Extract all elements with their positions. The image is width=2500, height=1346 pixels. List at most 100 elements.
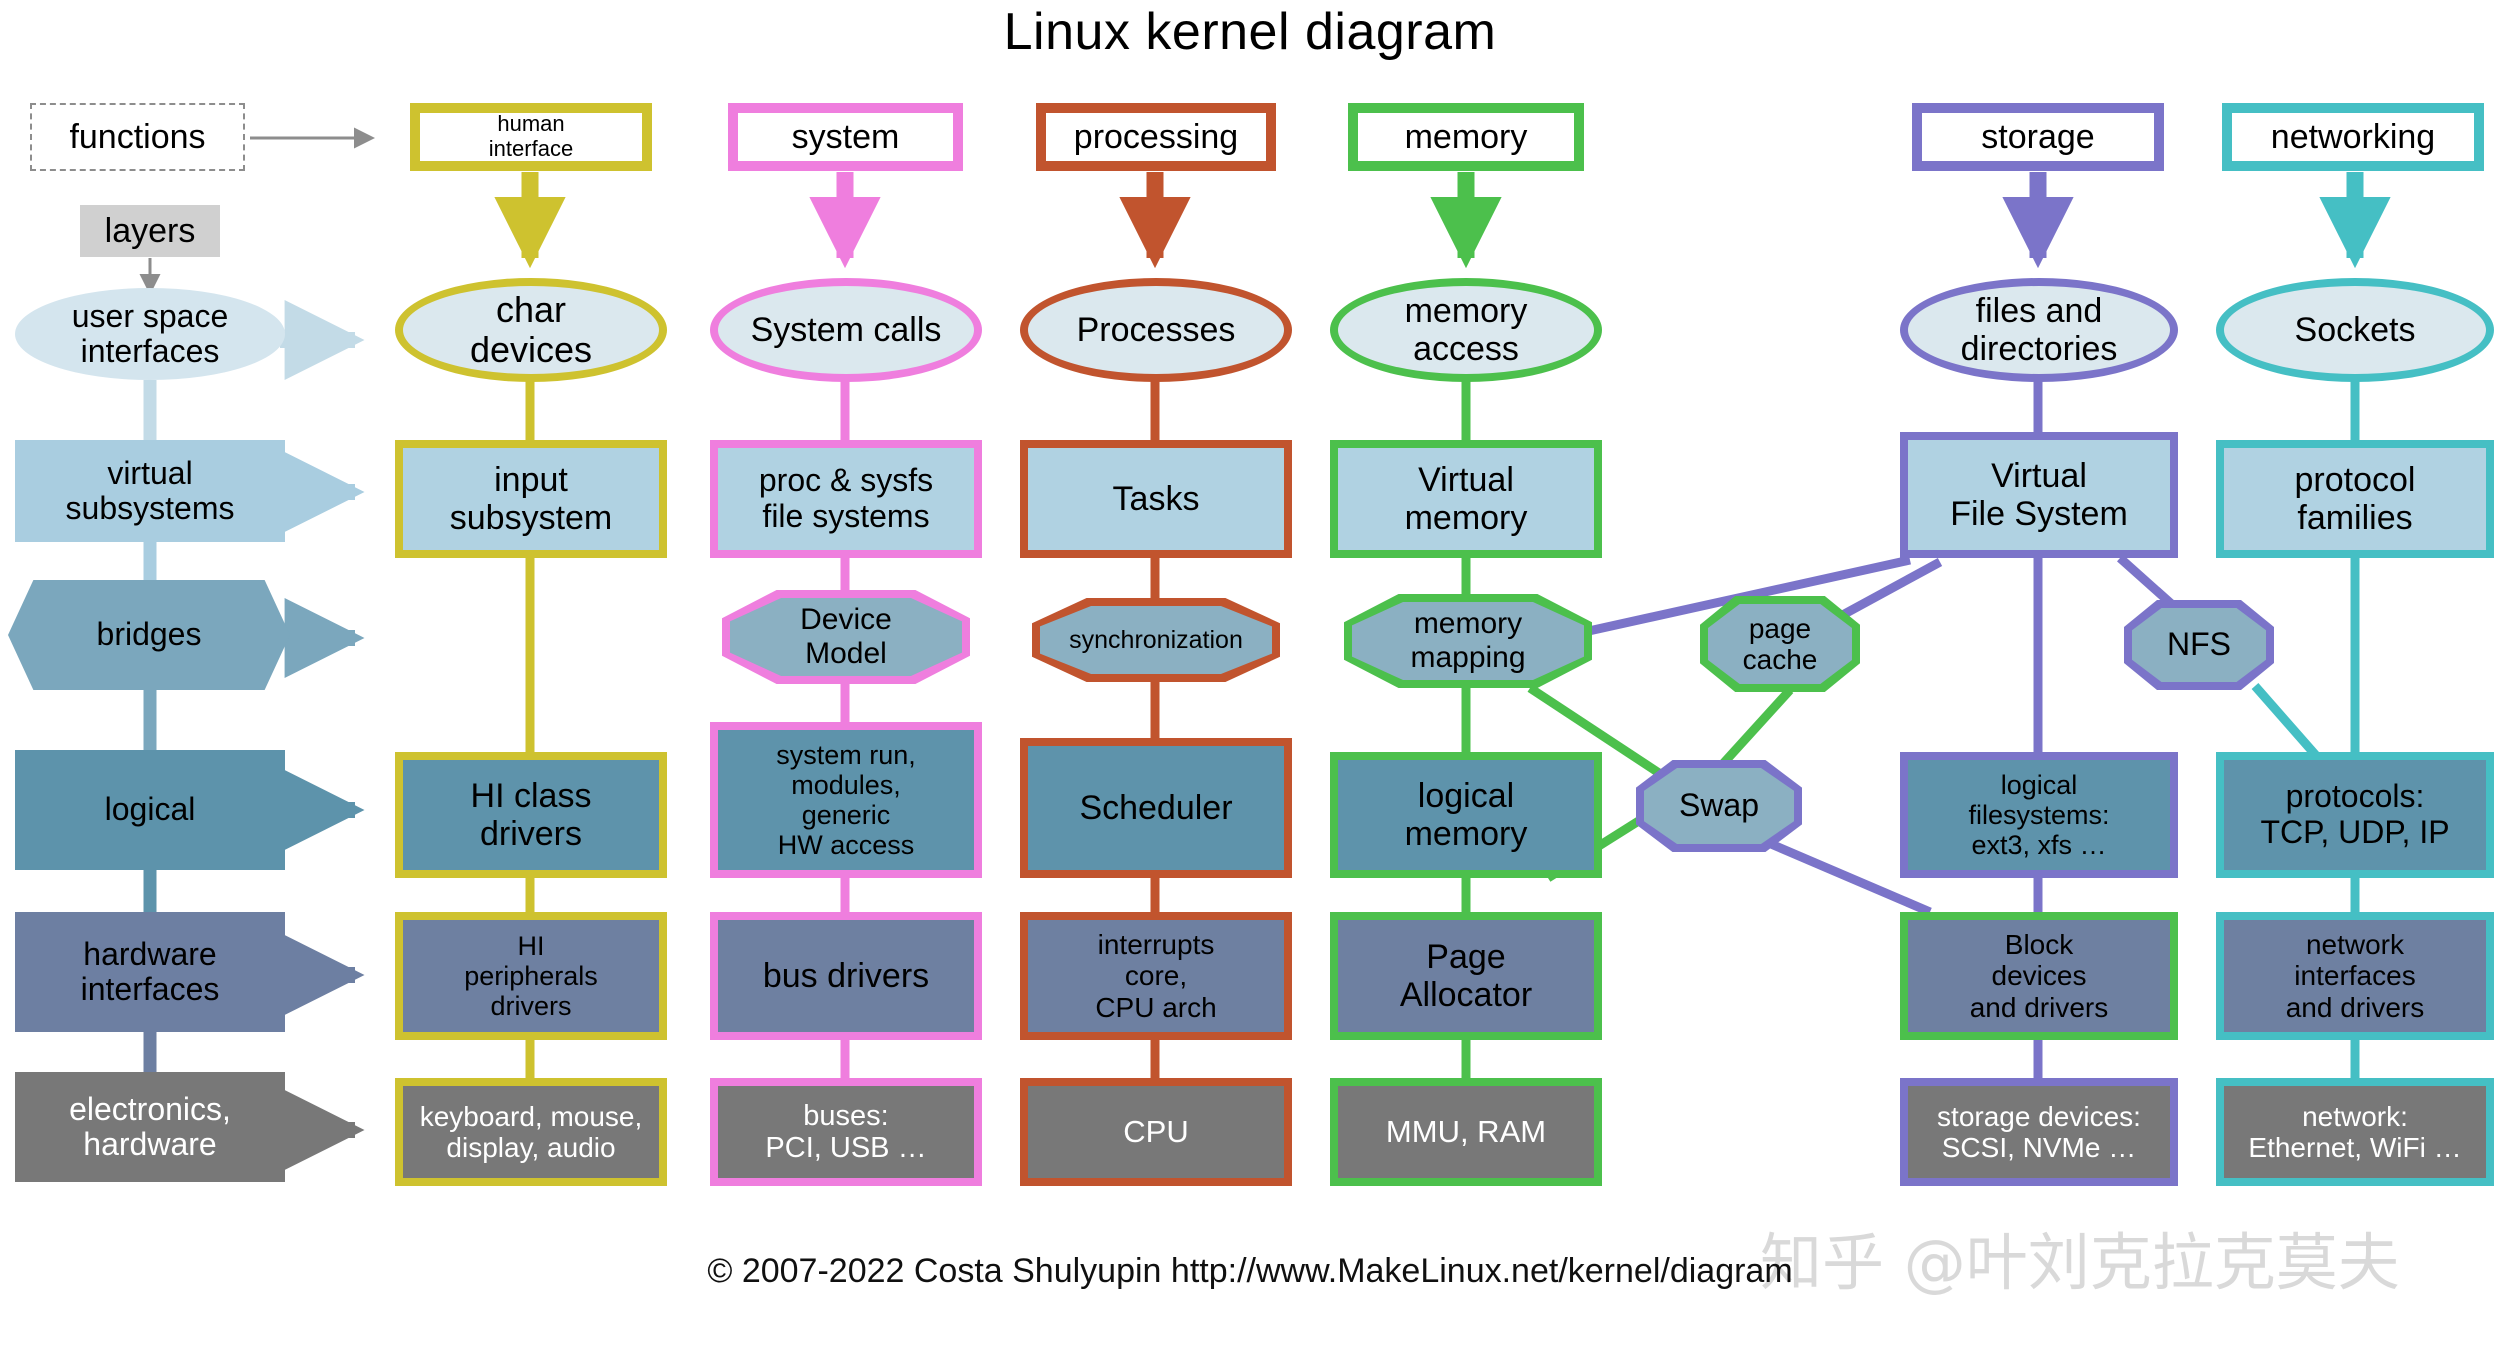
column-header-system[interactable]: system [728, 103, 963, 171]
node-device-model[interactable]: Device Model [722, 590, 970, 684]
node-swap[interactable]: Swap [1636, 760, 1802, 852]
node-label: Block devices and drivers [1908, 929, 2170, 1023]
node-logical-memory[interactable]: logical memory [1330, 752, 1602, 878]
node-hi-class-drivers[interactable]: HI class drivers [395, 752, 667, 878]
column-header-networking[interactable]: networking [2222, 103, 2484, 171]
node-files-and-directories[interactable]: files and directories [1900, 278, 2178, 382]
node-label: memory access [1338, 292, 1594, 368]
node-label-line1: logical [2000, 769, 2078, 800]
node-label: bus drivers [762, 956, 930, 995]
node-interrupts-core-cpu-arch[interactable]: interrupts core, CPU arch [1020, 912, 1292, 1040]
node-label-line4: HW access [777, 830, 915, 861]
node-label-line1: Virtual [1991, 456, 2087, 495]
node-label: network interfaces and drivers [2224, 929, 2486, 1023]
node-label: interrupts core, CPU arch [1028, 929, 1284, 1023]
connector-vfs-memory-mapping [1547, 555, 1911, 645]
node-label-line1: storage devices: [1937, 1100, 2141, 1132]
layer-label-line1: bridges [96, 616, 202, 653]
node-inner: Swap [1644, 768, 1794, 844]
node-label-line2: mapping [1410, 641, 1526, 674]
node-label: Scheduler [1079, 788, 1233, 827]
node-label-line2: cache [1742, 644, 1818, 675]
node-input-subsystem[interactable]: input subsystem [395, 440, 667, 558]
node-page-cache[interactable]: page cache [1700, 596, 1860, 692]
node-label-line1: system run, [776, 739, 916, 770]
layer-label-line2: subsystems [65, 490, 235, 526]
layer-label: hardware interfaces [81, 936, 220, 1007]
node-label-line1: files and [1975, 291, 2103, 330]
node-mmu-ram[interactable]: MMU, RAM [1330, 1078, 1602, 1186]
node-network-interfaces-and-drivers[interactable]: network interfaces and drivers [2216, 912, 2494, 1040]
node-label: Page Allocator [1338, 938, 1594, 1014]
node-memory-mapping[interactable]: memory mapping [1344, 594, 1592, 688]
node-label: logical memory [1338, 777, 1594, 853]
node-bus-drivers[interactable]: bus drivers [710, 912, 982, 1040]
node-label-line2: interfaces [2294, 960, 2416, 992]
layer-label: virtual subsystems [65, 455, 235, 526]
layer-label-line1: user space [71, 297, 229, 334]
node-label: HI peripherals drivers [403, 931, 659, 1022]
node-label-line3: and drivers [2285, 991, 2425, 1023]
node-sockets[interactable]: Sockets [2216, 278, 2494, 382]
node-label-line2: Ethernet, WiFi … [2248, 1132, 2462, 1163]
layer-bridges[interactable]: bridges [8, 580, 290, 690]
node-char-devices[interactable]: char devices [395, 278, 667, 382]
node-scheduler[interactable]: Scheduler [1020, 738, 1292, 878]
node-label-line2: TCP, UDP, IP [2260, 814, 2450, 850]
node-page-allocator[interactable]: Page Allocator [1330, 912, 1602, 1040]
column-header-human-interface[interactable]: human interface [410, 103, 652, 171]
node-label-line3: and drivers [1969, 991, 2109, 1023]
column-header-processing[interactable]: processing [1036, 103, 1276, 171]
node-buses-pci-usb[interactable]: buses: PCI, USB … [710, 1078, 982, 1186]
node-inner: synchronization [1040, 606, 1272, 674]
node-virtual-memory[interactable]: Virtual memory [1330, 440, 1602, 558]
node-storage-devices[interactable]: storage devices: SCSI, NVMe … [1900, 1078, 2178, 1186]
node-label-line1: Virtual [1418, 460, 1514, 499]
node-block-devices-and-drivers[interactable]: Block devices and drivers [1900, 912, 2178, 1040]
node-label-line1: char [495, 288, 567, 330]
node-logical-filesystems[interactable]: logical filesystems: ext3, xfs … [1900, 752, 2178, 878]
node-label-line1: Page [1426, 937, 1506, 976]
node-nfs[interactable]: NFS [2124, 600, 2274, 690]
node-hi-peripherals-drivers[interactable]: HI peripherals drivers [395, 912, 667, 1040]
node-memory-access[interactable]: memory access [1330, 278, 1602, 382]
node-label: Processes [1076, 310, 1236, 349]
node-label: Tasks [1112, 479, 1200, 518]
layer-virtual-subsystems[interactable]: virtual subsystems [15, 440, 285, 542]
node-virtual-file-system[interactable]: Virtual File System [1900, 432, 2178, 558]
node-label-line1: HI class [470, 776, 592, 815]
node-label: MMU, RAM [1385, 1113, 1547, 1149]
node-system-run-modules[interactable]: system run, modules, generic HW access [710, 722, 982, 878]
node-label-line1: Device [800, 603, 892, 637]
column-header-storage[interactable]: storage [1912, 103, 2164, 171]
node-label: files and directories [1908, 292, 2170, 368]
layer-logical[interactable]: logical [15, 750, 285, 870]
column-header-line1: human [497, 111, 565, 137]
node-proc-sysfs-filesystems[interactable]: proc & sysfs file systems [710, 440, 982, 558]
node-label: synchronization [1069, 626, 1243, 654]
node-system-calls[interactable]: System calls [710, 278, 982, 382]
node-synchronization[interactable]: synchronization [1032, 598, 1280, 682]
node-label: memory mapping [1410, 607, 1525, 674]
node-label-line1: input [494, 460, 568, 499]
layer-electronics-hardware[interactable]: electronics, hardware [15, 1072, 285, 1182]
node-label: Sockets [2294, 310, 2416, 349]
node-tasks[interactable]: Tasks [1020, 440, 1292, 558]
layer-hardware-interfaces[interactable]: hardware interfaces [15, 912, 285, 1032]
node-cpu[interactable]: CPU [1020, 1078, 1292, 1186]
column-header-memory[interactable]: memory [1348, 103, 1584, 171]
layer-user-space-interfaces[interactable]: user space interfaces [15, 288, 285, 380]
node-protocol-families[interactable]: protocol families [2216, 440, 2494, 558]
node-protocols[interactable]: protocols: TCP, UDP, IP [2216, 752, 2494, 878]
node-processes[interactable]: Processes [1020, 278, 1292, 382]
node-label-line1: page [1748, 612, 1812, 644]
layer-label-line2: interfaces [80, 333, 220, 369]
node-label-line1: network [2305, 928, 2405, 960]
layer-label-line2: hardware [83, 1126, 217, 1162]
layer-label: electronics, hardware [69, 1091, 231, 1162]
legend-functions-box: functions [30, 103, 245, 171]
node-label-line1: protocol [2294, 460, 2416, 499]
connector-nfs-protocols [2251, 683, 2324, 763]
node-keyboard-mouse-display-audio[interactable]: keyboard, mouse, display, audio [395, 1078, 667, 1186]
node-network-hardware[interactable]: network: Ethernet, WiFi … [2216, 1078, 2494, 1186]
